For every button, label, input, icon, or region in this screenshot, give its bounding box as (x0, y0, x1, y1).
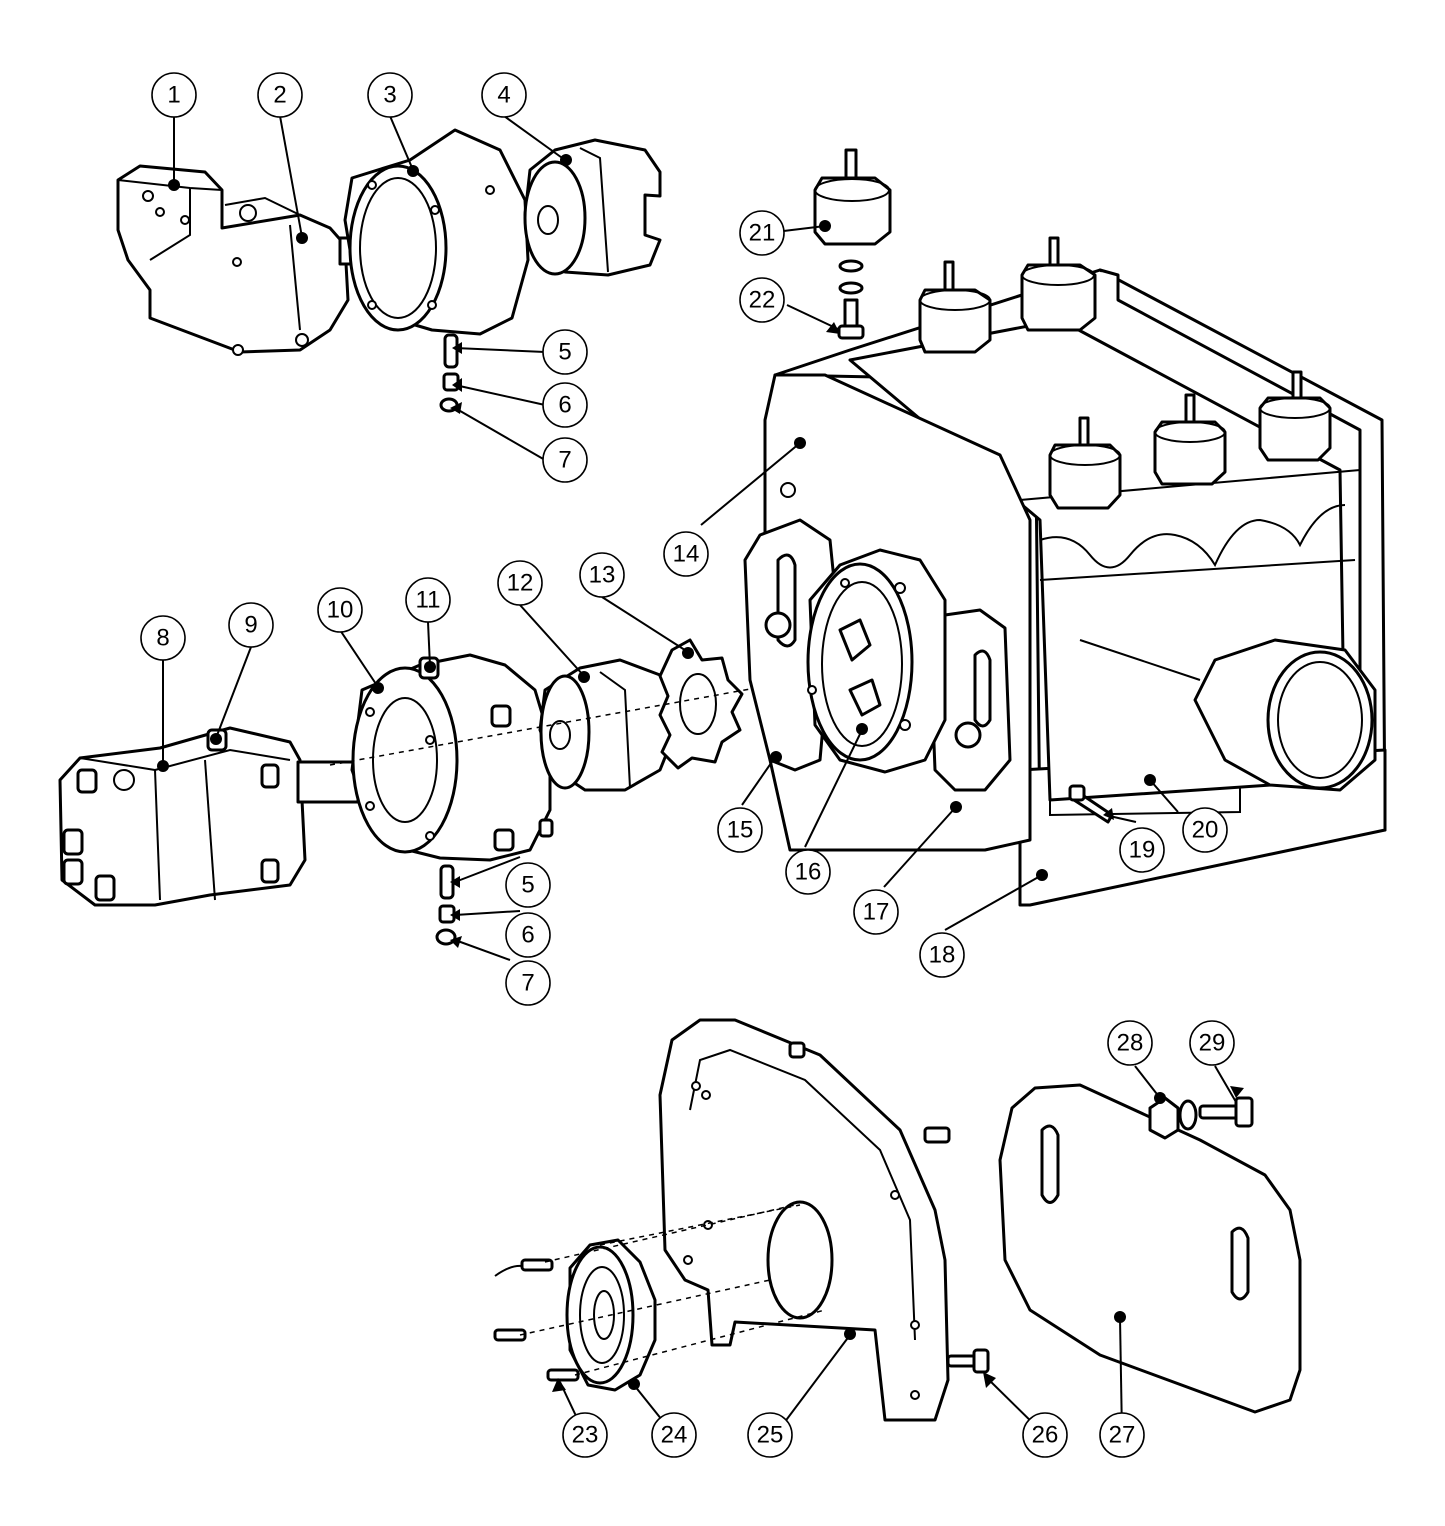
pin-5-top (443, 333, 459, 369)
callout-3: 3 (367, 72, 413, 118)
callout-label: 18 (929, 942, 956, 969)
leader-dots (157, 154, 1166, 1390)
callout-label: 3 (383, 82, 396, 109)
leader-lines (162, 115, 1237, 1436)
callout-label: 19 (1129, 837, 1156, 864)
mounting-plate-25 (658, 1018, 951, 1422)
callout-label: 2 (273, 82, 286, 109)
callout-label: 26 (1032, 1422, 1059, 1449)
callout-label: 21 (749, 220, 776, 247)
bearing-housing-16 (806, 548, 947, 774)
callout-22: 22 (739, 277, 785, 323)
callout-14: 14 (663, 531, 709, 577)
callout-2: 2 (257, 72, 303, 118)
callout-24: 24 (651, 1412, 697, 1458)
callout-label: 25 (757, 1422, 784, 1449)
callout-label: 8 (156, 625, 169, 652)
callout-27: 27 (1099, 1412, 1145, 1458)
callout-label: 22 (749, 287, 776, 314)
callout-11: 11 (405, 577, 451, 623)
callout-16: 16 (785, 849, 831, 895)
callout-28: 28 (1107, 1020, 1153, 1066)
adapter-flange-bottom (350, 653, 554, 862)
callout-15: 15 (717, 807, 763, 853)
leader-arrows (450, 322, 1244, 1392)
callout-19: 19 (1119, 827, 1165, 873)
callout-10: 10 (317, 587, 363, 633)
bracket-17 (928, 608, 1012, 792)
callout-label: 24 (661, 1422, 688, 1449)
callout-label: 5 (521, 872, 534, 899)
bolt-26 (946, 1348, 990, 1374)
callout-26: 26 (1022, 1412, 1068, 1458)
jaw-coupling-bottom (538, 658, 674, 792)
callout-8: 8 (140, 615, 186, 661)
callout-21: 21 (739, 210, 785, 256)
callout-label: 29 (1199, 1030, 1226, 1057)
callout-12: 12 (497, 560, 543, 606)
callout-20: 20 (1182, 807, 1228, 853)
callout-18: 18 (919, 932, 965, 978)
hydraulic-motor-bottom (58, 726, 360, 907)
callout-17: 17 (853, 889, 899, 935)
callout-9: 9 (228, 602, 274, 648)
callout-label: 27 (1109, 1422, 1136, 1449)
bolt-29 (1198, 1096, 1254, 1128)
cover-plate-27 (998, 1083, 1302, 1414)
callout-label: 28 (1117, 1030, 1144, 1057)
callout-13: 13 (579, 552, 625, 598)
callout-label: 17 (863, 899, 890, 926)
callout-label: 7 (521, 970, 534, 997)
callout-5-bottom: 5 (505, 862, 551, 908)
callout-4: 4 (481, 72, 527, 118)
callout-label: 16 (795, 859, 822, 886)
callout-5-top: 5 (542, 329, 588, 375)
callout-label: 15 (727, 817, 754, 844)
screw-19 (1068, 784, 1114, 824)
callout-label: 6 (558, 392, 571, 419)
callout-label: 1 (167, 82, 180, 109)
callout-label: 6 (521, 922, 534, 949)
callout-6-top: 6 (542, 382, 588, 428)
spacer-28 (1148, 1096, 1198, 1140)
callout-label: 12 (507, 570, 534, 597)
dashed-alignment-lines (519, 1204, 826, 1376)
callout-label: 11 (416, 587, 441, 614)
bolt-22 (837, 298, 865, 340)
callout-23: 23 (562, 1412, 608, 1458)
callout-label: 14 (673, 541, 700, 568)
callout-6-bottom: 6 (505, 912, 551, 958)
adapter-flange-top (343, 128, 530, 336)
callout-1: 1 (151, 72, 197, 118)
callout-label: 13 (589, 562, 616, 589)
callout-7-top: 7 (542, 437, 588, 483)
callout-label: 10 (327, 597, 354, 624)
callout-label: 23 (572, 1422, 599, 1449)
rubber-mount-21 (813, 148, 892, 295)
rubber-mounts (918, 236, 1332, 510)
hydraulic-motor-top (116, 164, 378, 356)
callout-label: 4 (497, 82, 510, 109)
callout-29: 29 (1189, 1020, 1235, 1066)
callout-label: 7 (558, 447, 571, 474)
callout-7-bottom: 7 (505, 960, 551, 1006)
callout-label: 9 (244, 612, 257, 639)
callout-25: 25 (747, 1412, 793, 1458)
screws-23 (493, 1258, 580, 1382)
callouts: 1 2 3 4 5 6 7 8 9 10 11 12 13 14 15 16 1… (140, 72, 1235, 1458)
callout-label: 20 (1192, 817, 1219, 844)
spider-element (658, 638, 744, 770)
callout-label: 5 (558, 339, 571, 366)
jaw-coupling-top (523, 138, 662, 277)
